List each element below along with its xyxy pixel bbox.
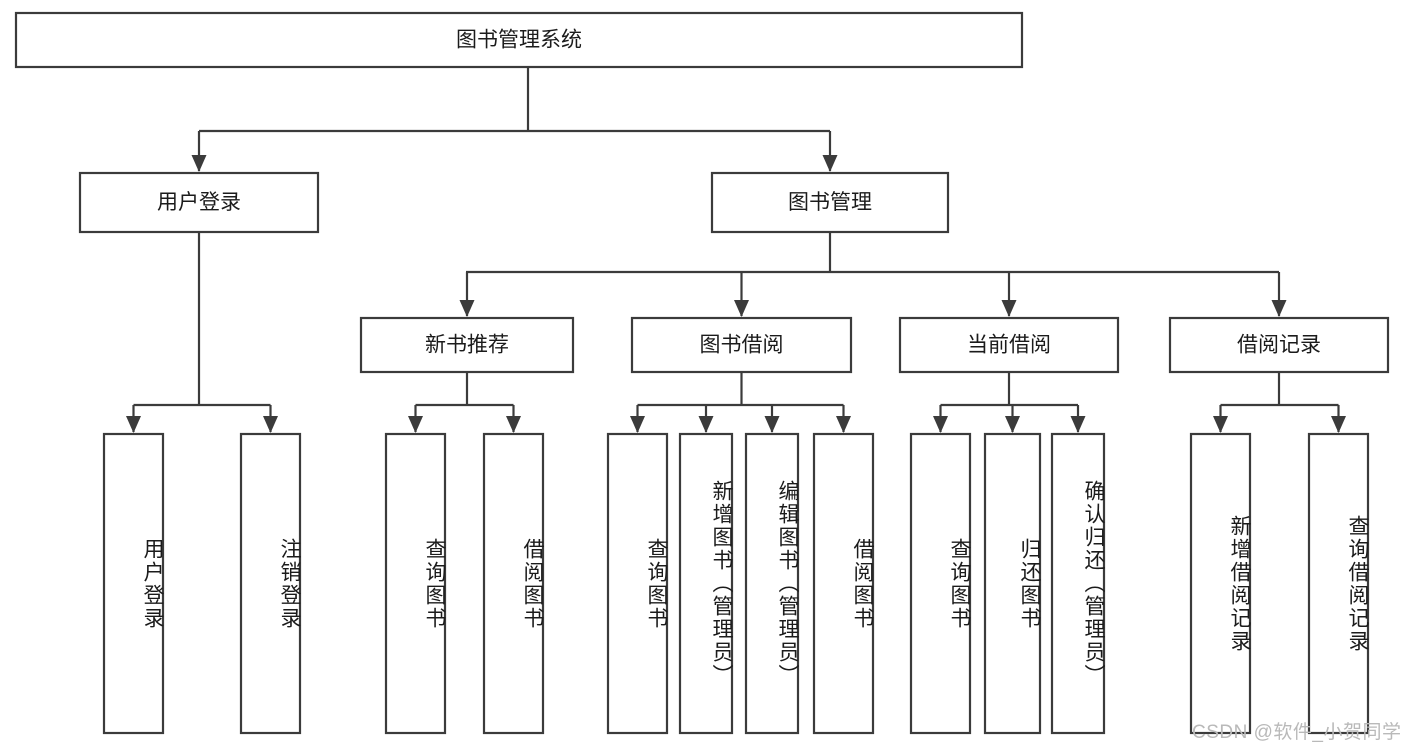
leaf-node-leaf-query-book-cb[interactable] <box>909 432 972 735</box>
node-label-user-login: 用户登录 <box>157 191 241 214</box>
arrow-head-icon <box>933 416 948 433</box>
node-current-borrow[interactable] <box>898 316 1120 374</box>
arrow-head-icon <box>822 155 838 172</box>
boxes-layer <box>14 11 1390 735</box>
leaf-node-leaf-edit-book[interactable] <box>744 432 800 735</box>
watermark-text: CSDN @软件_小贺同学 <box>1192 722 1402 743</box>
arrow-head-icon <box>1331 416 1346 433</box>
node-label-book-manage: 图书管理 <box>788 191 872 214</box>
arrow-head-icon <box>1213 416 1228 433</box>
leaf-node-leaf-add-book[interactable] <box>678 432 734 735</box>
arrow-head-icon <box>1005 416 1020 433</box>
leaf-node-leaf-user-login[interactable] <box>102 432 165 735</box>
arrow-head-icon <box>506 416 521 433</box>
node-label-book-borrow: 图书借阅 <box>700 334 784 357</box>
node-book-borrow[interactable] <box>630 316 853 374</box>
node-book-manage[interactable] <box>710 171 950 234</box>
leaf-node-leaf-confirm-return[interactable] <box>1050 432 1106 735</box>
node-label-borrow-record: 借阅记录 <box>1237 334 1321 357</box>
arrow-head-icon <box>764 416 780 433</box>
node-user-login[interactable] <box>78 171 320 234</box>
arrow-head-icon <box>836 416 851 433</box>
node-new-book-rec[interactable] <box>359 316 575 374</box>
arrow-head-icon <box>459 300 475 317</box>
arrow-head-icon <box>630 416 645 433</box>
node-root[interactable] <box>14 11 1024 69</box>
leaf-node-leaf-borrow-book-bb[interactable] <box>812 432 875 735</box>
arrow-head-icon <box>1001 300 1017 317</box>
leaf-node-leaf-query-record[interactable] <box>1307 432 1370 735</box>
arrow-head-icon <box>263 416 278 433</box>
leaf-node-leaf-query-book-bb[interactable] <box>606 432 669 735</box>
arrow-head-icon <box>408 416 423 433</box>
arrow-head-icon <box>191 155 207 172</box>
arrow-head-icon <box>698 416 714 433</box>
node-label-root: 图书管理系统 <box>456 29 582 52</box>
leaf-node-leaf-query-book-rec[interactable] <box>384 432 447 735</box>
arrow-head-icon <box>734 300 749 317</box>
arrow-head-icon <box>1070 416 1086 433</box>
node-borrow-record[interactable] <box>1168 316 1390 374</box>
leaf-node-leaf-add-record[interactable] <box>1189 432 1252 735</box>
connectors-layer <box>126 67 1346 433</box>
leaf-node-leaf-borrow-book-rec[interactable] <box>482 432 545 735</box>
node-label-current-borrow: 当前借阅 <box>967 334 1051 357</box>
leaf-node-leaf-logout[interactable] <box>239 432 302 735</box>
arrow-head-icon <box>126 416 141 433</box>
arrow-head-icon <box>1271 300 1287 317</box>
leaf-node-leaf-return-book[interactable] <box>983 432 1042 735</box>
node-label-new-book-rec: 新书推荐 <box>425 334 509 357</box>
